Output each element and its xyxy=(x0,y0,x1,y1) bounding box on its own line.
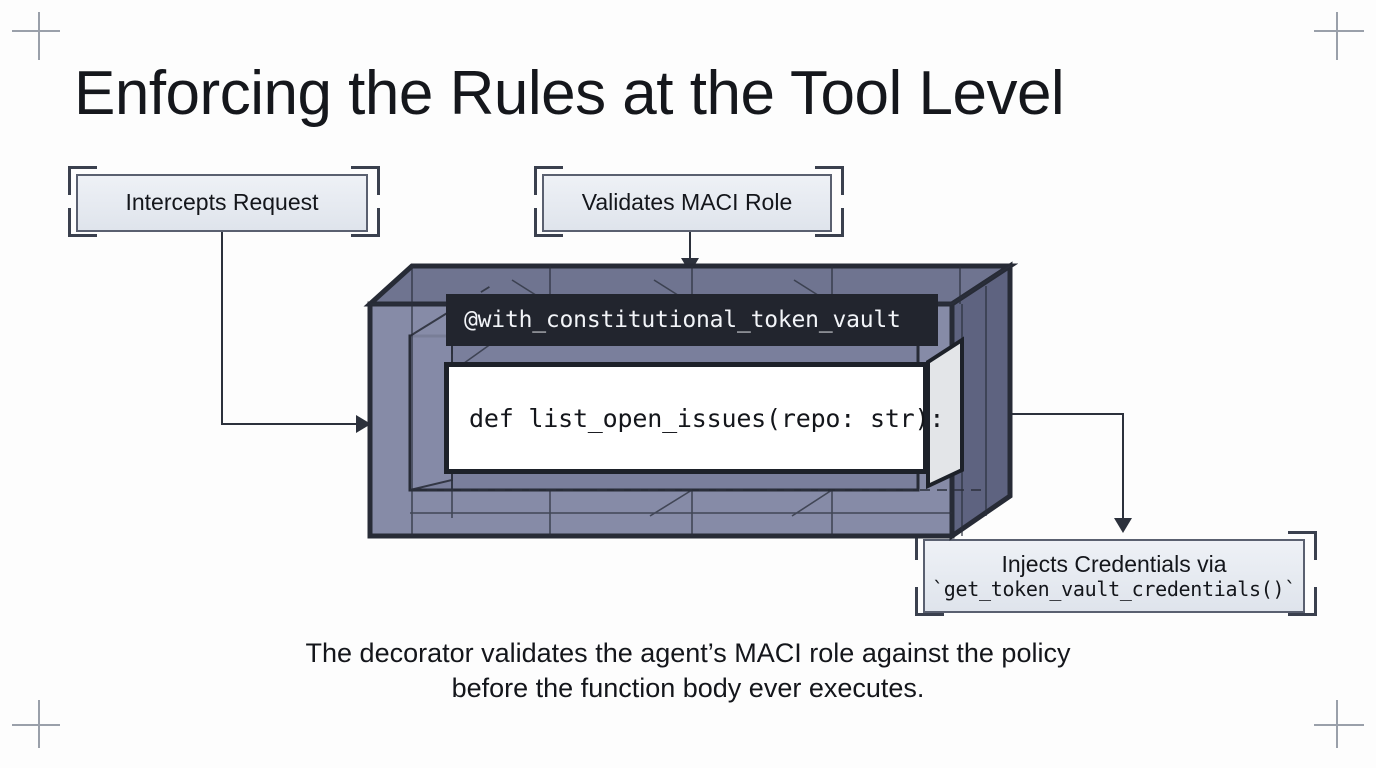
connector-validates-vertical xyxy=(689,232,691,266)
callout-bracket-br xyxy=(1288,587,1317,616)
callout-bracket-bl xyxy=(68,208,97,237)
callout-injects-credentials-code: `get_token_vault_credentials()` xyxy=(932,576,1296,601)
page-title: Enforcing the Rules at the Tool Level xyxy=(74,59,1065,128)
crop-mark-top-left-horizontal xyxy=(12,30,60,32)
connector-injects-arrowhead-icon xyxy=(1114,518,1132,533)
callout-injects-credentials-label: Injects Credentials via xyxy=(1001,550,1227,577)
caption: The decorator validates the agent’s MACI… xyxy=(0,636,1376,705)
connector-intercepts-horizontal xyxy=(221,423,358,425)
callout-validates-maci-role-label: Validates MACI Role xyxy=(581,189,793,216)
crop-mark-top-right-horizontal xyxy=(1314,30,1364,32)
callout-bracket-tl xyxy=(68,166,97,195)
function-body-panel: def list_open_issues(repo: str): xyxy=(444,362,944,474)
callout-bracket-br xyxy=(351,208,380,237)
caption-line-2: before the function body ever executes. xyxy=(451,672,925,703)
connector-intercepts-arrowhead-icon xyxy=(356,415,371,433)
decorator-header: @with_constitutional_token_vault xyxy=(446,294,938,346)
callout-bracket-br xyxy=(815,208,844,237)
crop-mark-bottom-left-horizontal xyxy=(12,724,60,726)
callout-bracket-tr xyxy=(1288,531,1317,560)
callout-bracket-tl xyxy=(534,166,563,195)
callout-intercepts-request[interactable]: Intercepts Request xyxy=(76,174,368,232)
callout-validates-maci-role[interactable]: Validates MACI Role xyxy=(542,174,832,232)
callout-bracket-bl xyxy=(534,208,563,237)
connector-injects-horizontal xyxy=(948,413,1124,415)
function-signature-text: def list_open_issues(repo: str): xyxy=(469,403,945,433)
crop-mark-bottom-right-horizontal xyxy=(1314,724,1364,726)
callout-bracket-tr xyxy=(815,166,844,195)
crop-mark-top-right-vertical xyxy=(1336,12,1338,60)
callout-bracket-tr xyxy=(351,166,380,195)
caption-line-1: The decorator validates the agent’s MACI… xyxy=(305,638,1071,668)
callout-injects-credentials[interactable]: Injects Credentials via `get_token_vault… xyxy=(923,539,1305,613)
connector-intercepts-vertical xyxy=(221,232,223,424)
vault-inner-panel-right-edge xyxy=(926,336,964,490)
decorator-text: @with_constitutional_token_vault xyxy=(464,307,901,333)
connector-injects-vertical xyxy=(1122,413,1124,525)
crop-mark-top-left-vertical xyxy=(38,12,40,60)
callout-bracket-bl xyxy=(915,587,944,616)
callout-intercepts-request-label: Intercepts Request xyxy=(125,189,319,216)
